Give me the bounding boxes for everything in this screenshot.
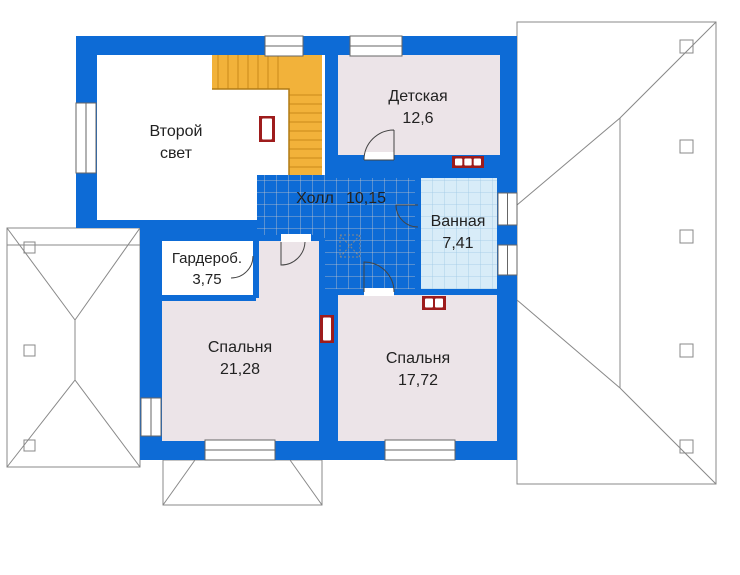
door-bedroom-left-opening: [281, 234, 311, 242]
door-bedroom-left-swing: [280, 241, 306, 266]
room-bath: [421, 175, 497, 289]
door-kids-opening: [364, 152, 394, 160]
chimney-kids-flue: [464, 158, 472, 166]
door-bath-swing: [395, 204, 419, 228]
bottom-porch-roof: [162, 459, 323, 506]
chimney-bedroom-left-flue: [323, 317, 331, 341]
right-roof: [516, 21, 717, 485]
label-bedroom-right-area: 17,72: [398, 372, 438, 389]
stair-lower-run: [289, 55, 322, 175]
label-hall-area: 10,15: [346, 190, 386, 207]
door-kids-swing: [363, 129, 395, 161]
label-bath-name: Ванная: [431, 213, 486, 230]
door-wardrobe-swing: [230, 255, 254, 279]
label-second-light-2: свет: [160, 145, 193, 162]
chimney-second-light-flue: [262, 118, 272, 140]
stair-rail: [212, 88, 290, 175]
label-kids-area: 12,6: [402, 110, 433, 127]
label-second-light-1: Второй: [150, 123, 203, 140]
label-kids-name: Детская: [388, 88, 447, 105]
left-roof: [6, 227, 141, 468]
label-bedroom-right-name: Спальня: [386, 350, 450, 367]
room-kids: [338, 55, 500, 155]
chimneys: [259, 116, 484, 343]
room-bedroom-right: [338, 295, 497, 441]
label-wardrobe-name: Гардероб.: [172, 250, 242, 267]
windows: [75, 35, 518, 461]
label-bedroom-left-name: Спальня: [208, 339, 272, 356]
hatch-opening: [339, 234, 361, 258]
staircase: [212, 55, 322, 175]
label-wardrobe-area: 3,75: [192, 271, 221, 288]
chimney-bedroom-right-flue: [435, 298, 443, 308]
door-bedroom-right-opening: [364, 288, 394, 296]
label-hall-name: Холл: [296, 190, 334, 207]
chimney-kids-flue: [473, 158, 481, 166]
label-bedroom-left-area: 21,28: [220, 361, 260, 378]
doors: [230, 129, 419, 296]
door-bedroom-right-swing: [363, 261, 395, 293]
chimney-bedroom-right-flue: [425, 298, 433, 308]
room-wardrobe-top: [162, 241, 253, 295]
hatch-cross: [339, 234, 361, 258]
label-bath-area: 7,41: [442, 235, 473, 252]
chimney-kids-flue: [455, 158, 463, 166]
